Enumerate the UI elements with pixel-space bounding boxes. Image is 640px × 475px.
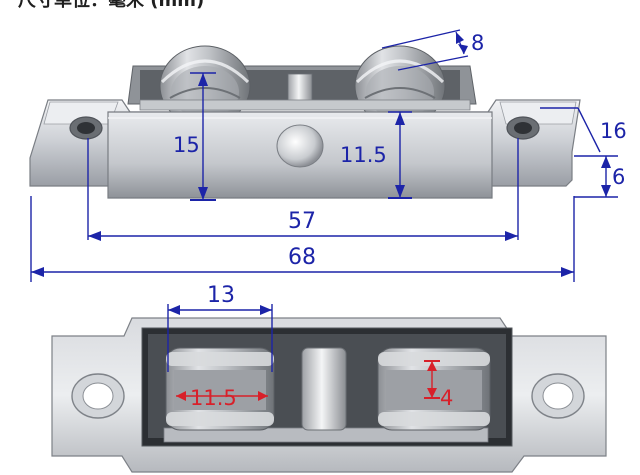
top-view-product [29, 45, 581, 199]
dim-label-height-left: 15 [173, 133, 200, 157]
center-rivet [276, 124, 324, 168]
dim-label-groove-depth: 4 [440, 386, 453, 410]
bottom-view-dimension-labels: 13 11.5 4 [190, 283, 453, 410]
dim-label-wheel-diameter: 11.5 [190, 386, 237, 410]
top-view-arrowheads [31, 32, 611, 277]
header-text: 尺寸单位：毫米 (mm) [18, 0, 204, 11]
bottom-view-product [51, 317, 607, 473]
bottom-view-arrowheads [168, 305, 437, 401]
bottom-left-wheel [165, 347, 275, 431]
dim-label-wheel-span: 13 [207, 283, 235, 308]
top-view-dimension-labels: 8 15 11.5 16 6 57 68 [173, 31, 627, 270]
dim-label-wheel-width: 8 [471, 31, 484, 55]
dim-label-overall-length: 68 [288, 245, 316, 270]
dim-label-side-thickness: 6 [612, 165, 625, 189]
dim-label-hole-spacing: 57 [288, 209, 316, 234]
dim-label-height-mid: 11.5 [340, 143, 387, 167]
dim-label-side-width: 16 [600, 119, 627, 143]
bottom-right-wheel [377, 347, 491, 431]
top-view-dimensions [30, 29, 618, 282]
